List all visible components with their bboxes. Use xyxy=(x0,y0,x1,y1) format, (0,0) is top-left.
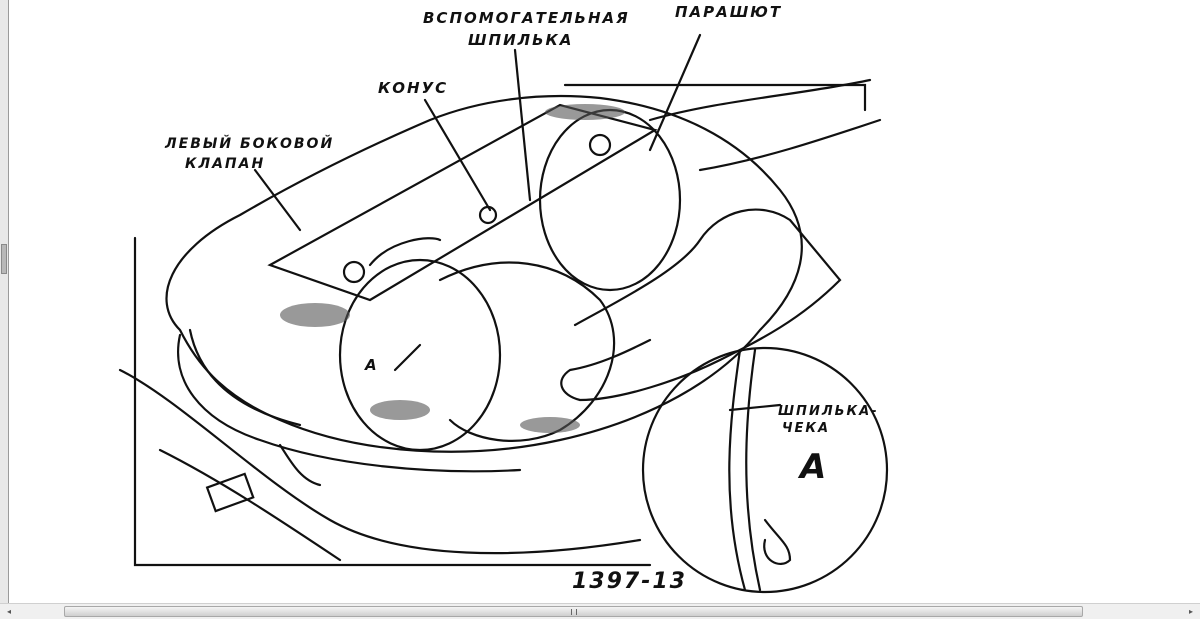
frame-top-line xyxy=(563,83,867,112)
scroll-right-button[interactable]: ▸ xyxy=(1188,607,1193,616)
image-canvas: ЛЕВЫЙ БОКОВОЙ КЛАПАН КОНУС ВСПОМОГАТЕЛЬН… xyxy=(9,0,1200,603)
label-left-flap: ЛЕВЫЙ БОКОВОЙ xyxy=(164,135,334,152)
vertical-scrollbar-thumb[interactable] xyxy=(1,244,7,274)
pack-body xyxy=(165,94,803,453)
label-aux-pin: ВСПОМОГАТЕЛЬНАЯ xyxy=(423,9,630,27)
label-pin-2: ЧЕКА xyxy=(782,421,830,436)
label-pin: ШПИЛЬКА- xyxy=(778,404,879,419)
label-cone: КОНУС xyxy=(378,79,448,97)
left-dome xyxy=(338,258,502,452)
cone xyxy=(478,205,498,225)
label-aux-pin-2: ШПИЛЬКА xyxy=(468,31,573,49)
grip-icon xyxy=(571,609,577,615)
vertical-scrollbar[interactable] xyxy=(0,0,9,603)
right-dome xyxy=(538,108,682,292)
figure-number: 1397-13 xyxy=(572,569,687,594)
label-left-flap-2: КЛАПАН xyxy=(185,156,265,172)
horizontal-scrollbar[interactable]: ◂ ▸ xyxy=(0,603,1200,619)
label-pointer-a: A xyxy=(364,356,379,374)
label-detail-a: A xyxy=(797,447,828,487)
parachute-pack-drawing: ЛЕВЫЙ БОКОВОЙ КЛАПАН КОНУС ВСПОМОГАТЕЛЬН… xyxy=(118,3,889,594)
frame-left-line xyxy=(133,236,652,567)
detail-a-circle xyxy=(641,346,889,594)
label-parachute: ПАРАШЮТ xyxy=(675,3,782,21)
horizontal-scrollbar-thumb[interactable] xyxy=(64,606,1083,617)
scroll-left-button[interactable]: ◂ xyxy=(6,607,11,616)
